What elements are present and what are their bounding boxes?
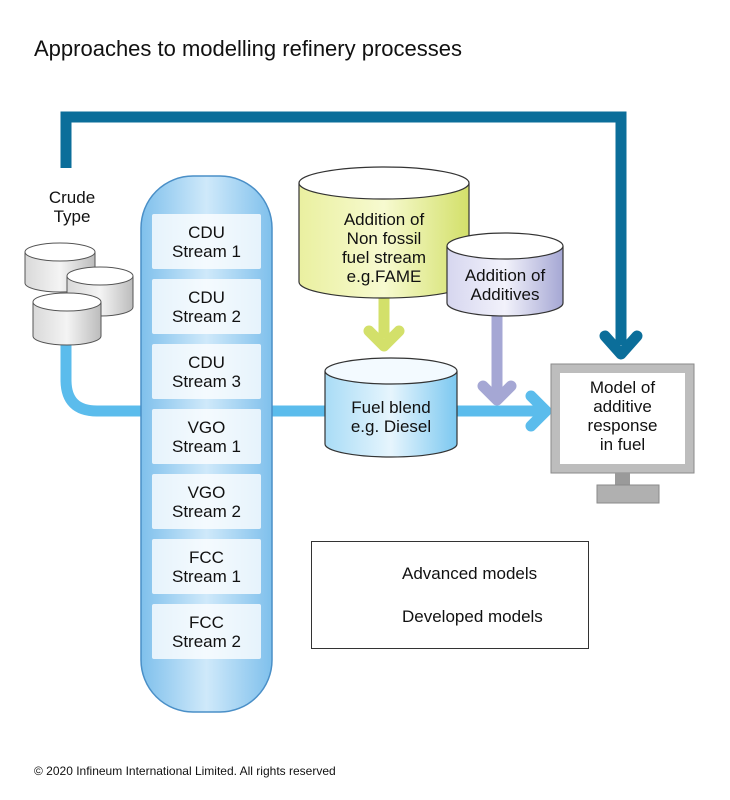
stream-box-2: CDU Stream 2 <box>152 279 261 334</box>
additives-cylinder <box>446 232 564 317</box>
stream-box-5: VGO Stream 2 <box>152 474 261 529</box>
stream-box-6: FCC Stream 1 <box>152 539 261 594</box>
developed-flow-line <box>60 345 541 417</box>
additives-line1: Addition of <box>464 266 546 285</box>
crude-label-line1: Crude <box>48 188 96 207</box>
stream-box-7: FCC Stream 2 <box>152 604 261 659</box>
nonfossil-line1: Addition of <box>343 210 425 229</box>
blend-line2: e.g. Diesel <box>350 417 432 436</box>
fuel-blend-cylinder <box>324 357 458 458</box>
crude-type-label: Crude Type <box>42 188 102 226</box>
stream-3-name: Stream 3 <box>172 371 241 391</box>
stream-6-unit: FCC <box>189 547 224 567</box>
stream-box-3: CDU Stream 3 <box>152 344 261 399</box>
stream-2-name: Stream 2 <box>172 306 241 326</box>
model-line1: Model of <box>589 378 656 397</box>
model-line3: response <box>587 416 658 435</box>
model-label: Model of additive response in fuel <box>560 378 685 454</box>
nonfossil-line2: Non fossil <box>346 229 422 248</box>
fame-arrow-head <box>363 325 405 352</box>
legend-developed-label: Developed models <box>402 607 543 626</box>
nonfossil-line3: fuel stream <box>341 248 427 267</box>
additives-label: Addition of Additives <box>447 266 563 304</box>
stream-5-name: Stream 2 <box>172 501 241 521</box>
legend-advanced-label: Advanced models <box>402 564 538 583</box>
developed-flow-arrowhead <box>525 390 552 432</box>
stream-1-unit: CDU <box>188 222 225 242</box>
stream-4-name: Stream 1 <box>172 436 241 456</box>
stream-1-name: Stream 1 <box>172 241 241 261</box>
stream-2-unit: CDU <box>188 287 225 307</box>
advanced-flow-arrowhead <box>599 330 643 360</box>
page-title: Approaches to modelling refinery process… <box>34 36 463 61</box>
stream-7-unit: FCC <box>189 612 224 632</box>
stream-7-name: Stream 2 <box>172 631 241 651</box>
legend <box>311 541 589 649</box>
stream-6-name: Stream 1 <box>172 566 241 586</box>
stream-box-1: CDU Stream 1 <box>152 214 261 269</box>
stream-3-unit: CDU <box>188 352 225 372</box>
crude-drum-3 <box>32 292 102 346</box>
blend-line1: Fuel blend <box>351 398 431 417</box>
monitor-icon <box>550 363 695 504</box>
stream-5-unit: VGO <box>187 482 226 502</box>
model-line2: additive <box>593 397 652 416</box>
stream-4-unit: VGO <box>187 417 226 437</box>
crude-label-line2: Type <box>53 207 91 226</box>
advanced-flow-line <box>60 111 627 345</box>
additives-arrow-head <box>477 380 517 406</box>
model-line4: in fuel <box>599 435 646 454</box>
fuel-blend-label: Fuel blend e.g. Diesel <box>325 398 457 436</box>
nonfossil-line4: e.g.FAME <box>346 267 422 286</box>
nonfossil-label: Addition of Non fossil fuel stream e.g.F… <box>314 210 454 286</box>
additives-line2: Additives <box>470 285 540 304</box>
stream-box-4: VGO Stream 1 <box>152 409 261 464</box>
copyright-footer: © 2020 Infineum International Limited. A… <box>34 764 336 778</box>
